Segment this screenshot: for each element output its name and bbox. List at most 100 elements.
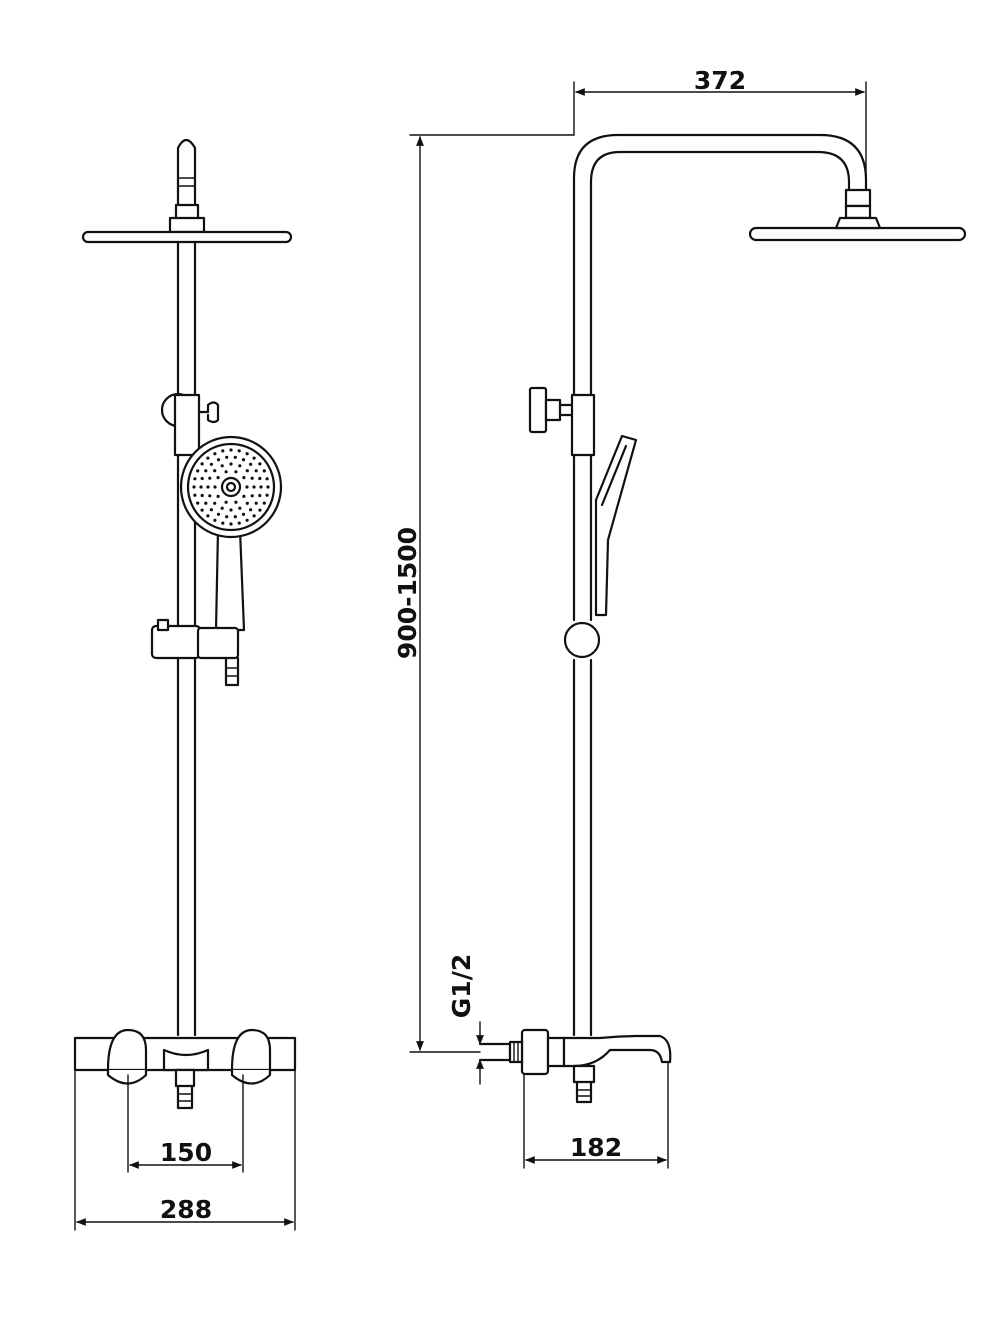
spray-nozzle — [252, 514, 256, 518]
side-overhead-arm — [572, 133, 868, 397]
spray-nozzle — [213, 469, 217, 473]
spray-nozzle — [233, 455, 237, 459]
side-overhead-shower-head — [748, 226, 967, 242]
spray-nozzle — [265, 477, 269, 481]
spray-nozzle — [238, 464, 242, 468]
front-view — [73, 138, 297, 1110]
front-diverter-body — [173, 393, 201, 457]
front-overhead-shower-head — [81, 230, 293, 244]
spray-nozzle — [249, 462, 253, 466]
side-valve-spout — [562, 1034, 672, 1068]
spray-nozzle — [266, 485, 270, 489]
spray-nozzle — [250, 494, 254, 498]
spray-nozzle — [229, 462, 233, 466]
spray-nozzle — [229, 508, 233, 512]
spray-nozzle — [216, 512, 221, 516]
spray-nozzle — [209, 462, 213, 466]
spray-nozzle — [237, 521, 241, 525]
spray-nozzle — [208, 476, 212, 480]
dimensions: 372 900-1500 G1/2 150 288 182 — [74, 66, 867, 1231]
front-hose — [224, 656, 240, 687]
spray-nozzle — [229, 448, 233, 452]
spray-nozzle — [254, 501, 258, 505]
spray-nozzle — [241, 512, 246, 516]
spray-nozzle — [216, 494, 220, 498]
side-view — [478, 133, 967, 1104]
side-diverter-body — [570, 393, 596, 457]
dim-inlet-thread: G1/2 — [447, 954, 476, 1018]
spray-nozzle — [192, 485, 196, 489]
spray-nozzle — [209, 508, 213, 512]
spray-nozzle — [208, 494, 212, 498]
spray-nozzle — [216, 458, 221, 462]
spray-nozzle — [206, 485, 210, 489]
spray-nozzle — [224, 470, 228, 474]
spray-nozzle — [204, 469, 208, 473]
spray-nozzle — [242, 494, 246, 498]
dim-valve-inlet-spacing: 150 — [160, 1138, 212, 1167]
spray-nozzle — [245, 452, 249, 456]
side-inlet-pipe — [478, 1042, 512, 1062]
spray-nozzle — [224, 500, 228, 504]
spray-nozzle — [216, 476, 220, 480]
spray-nozzle — [233, 515, 237, 519]
spray-nozzle — [200, 493, 204, 498]
spray-nozzle — [225, 515, 229, 519]
spray-nozzle — [200, 476, 204, 481]
spray-nozzle — [220, 506, 224, 510]
spray-nozzle — [193, 493, 197, 497]
spray-nozzle — [242, 476, 246, 480]
front-bottom-outlet — [174, 1068, 196, 1088]
spray-nozzle — [262, 501, 266, 505]
spray-nozzle — [225, 455, 229, 459]
spray-nozzle — [265, 493, 269, 497]
spray-nozzle — [262, 469, 266, 473]
front-hand-shower-handle — [214, 528, 246, 632]
dim-front-valve-width: 288 — [160, 1195, 212, 1224]
spray-nozzle — [213, 518, 217, 522]
spray-nozzle — [245, 501, 249, 505]
dim-height-range: 900-1500 — [393, 527, 422, 659]
spray-nozzle — [258, 476, 262, 481]
spray-nozzle — [245, 518, 249, 522]
spray-nozzle — [200, 508, 204, 512]
front-right-handle — [230, 1028, 272, 1072]
spray-nozzle — [258, 508, 262, 512]
dim-head-arm-reach: 372 — [694, 66, 746, 95]
spray-nozzle — [199, 485, 203, 489]
spray-nozzle — [213, 452, 217, 456]
spray-nozzle — [193, 477, 197, 481]
spray-nozzle — [213, 501, 217, 505]
spray-nozzle — [204, 501, 208, 505]
side-hand-shower — [594, 434, 638, 617]
spray-nozzle — [206, 514, 210, 518]
spray-nozzle — [237, 449, 241, 453]
spray-nozzle — [254, 469, 258, 473]
spray-nozzle — [258, 493, 262, 498]
spray-nozzle — [250, 476, 254, 480]
spray-nozzle — [206, 456, 210, 460]
spray-nozzle — [241, 458, 246, 462]
spray-nozzle — [249, 508, 253, 512]
spray-nozzle — [245, 469, 249, 473]
spray-nozzle — [196, 469, 200, 473]
spray-nozzle — [252, 456, 256, 460]
dim-side-spout-projection: 182 — [570, 1133, 622, 1162]
side-diverter-knob — [528, 386, 548, 434]
front-hand-shower-nozzles — [192, 448, 270, 526]
spray-nozzle — [213, 485, 217, 489]
spray-nozzle — [234, 470, 238, 474]
spray-nozzle — [221, 449, 225, 453]
front-top-arm — [176, 138, 197, 207]
spray-nozzle — [221, 521, 225, 525]
spray-nozzle — [200, 462, 204, 466]
spray-nozzle — [259, 485, 263, 489]
side-slide-holder — [563, 621, 601, 659]
spray-nozzle — [234, 500, 238, 504]
spray-nozzle — [196, 501, 200, 505]
spray-nozzle — [229, 522, 233, 526]
spray-nozzle — [252, 485, 256, 489]
spray-nozzle — [220, 464, 224, 468]
